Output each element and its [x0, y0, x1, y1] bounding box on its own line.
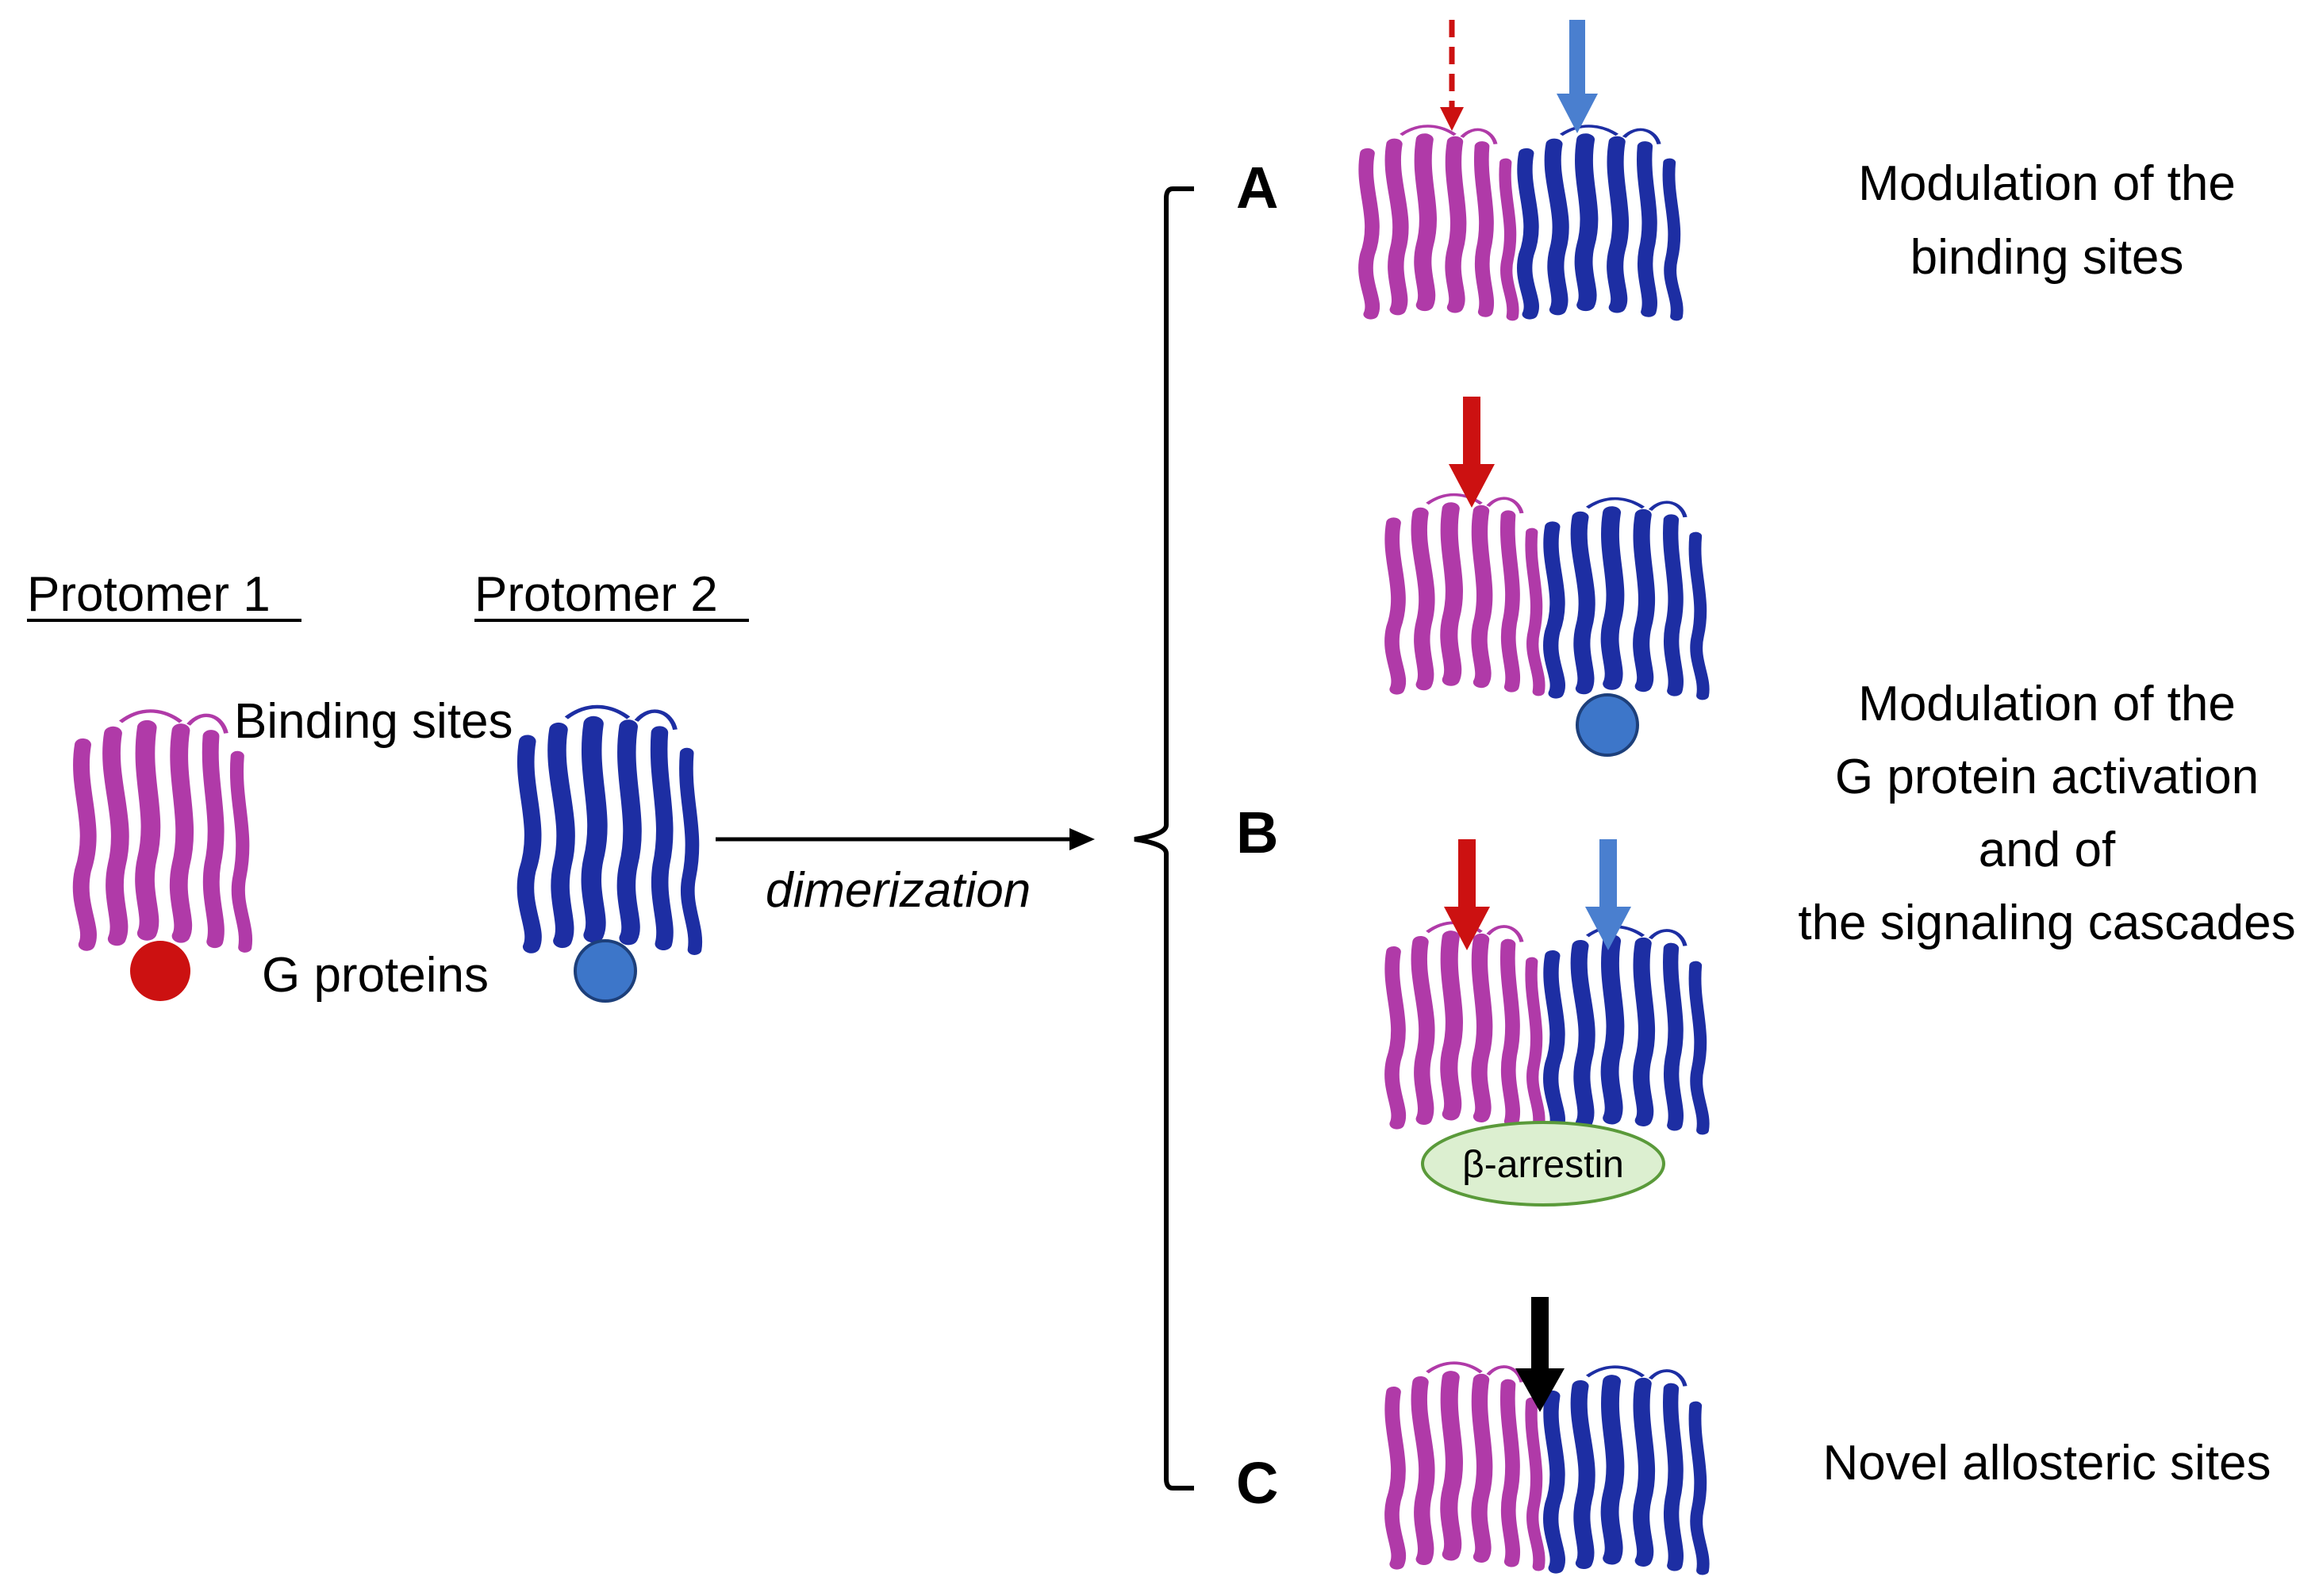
protomer1-title: Protomer 1 — [27, 567, 271, 622]
outcome-a-blue-arrow-shaft — [1569, 20, 1585, 99]
outcome-b-letter: B — [1236, 800, 1278, 865]
outcome-b2-blue-arrow-shaft — [1599, 839, 1617, 911]
dimer-a — [1365, 126, 1676, 317]
dimer-b2 — [1392, 923, 1703, 1130]
outcome-b2-blue-arrow-head — [1585, 907, 1631, 950]
outcome-b1-red-arrow-shaft — [1463, 397, 1480, 468]
outcome-a-blue-arrow-head — [1557, 94, 1598, 133]
beta-arrestin-label: β-arrestin — [1462, 1144, 1624, 1186]
outcome-b1-red-arrow-head — [1449, 464, 1495, 508]
outcome-c-black-arrow-shaft — [1531, 1297, 1549, 1376]
outcome-b-text-line1: Modulation of the — [1858, 677, 2236, 731]
binding-sites-label: Binding sites — [234, 694, 513, 749]
outcome-a-text-line2: binding sites — [1910, 230, 2184, 285]
dimerization-label: dimerization — [766, 863, 1031, 918]
outcome-b2-red-arrow-shaft — [1458, 839, 1476, 911]
protomer2-title: Protomer 2 — [474, 567, 718, 622]
outcome-c-black-arrow-head — [1515, 1368, 1565, 1412]
outcome-c-letter: C — [1236, 1450, 1278, 1516]
g-proteins-label: G proteins — [262, 948, 489, 1003]
outcome-b2-red-arrow-head — [1444, 907, 1490, 950]
outcome-b-text-line2: G protein activation — [1835, 750, 2259, 804]
outcome-b1-g-protein — [1576, 693, 1639, 757]
outcome-brace — [1134, 186, 1194, 1490]
outcome-b-text-line4: the signaling cascades — [1798, 896, 2295, 950]
dimer-b1 — [1392, 495, 1703, 696]
outcome-a-letter: A — [1236, 155, 1278, 221]
protomer1-g-protein — [130, 941, 190, 1001]
outcome-b-text-line3: and of — [1979, 823, 2116, 877]
beta-arrestin-ellipse — [1421, 1121, 1665, 1207]
outcome-c-text-line1: Novel allosteric sites — [1822, 1436, 2271, 1490]
dimerization-arrow-head — [1069, 828, 1095, 850]
outcome-a-text-line1: Modulation of the — [1858, 156, 2236, 211]
outcome-a-red-arrow-head — [1440, 107, 1464, 131]
protomer1-structure — [81, 711, 245, 947]
protomer2-g-protein — [574, 939, 637, 1003]
protomer2-structure — [525, 707, 695, 950]
